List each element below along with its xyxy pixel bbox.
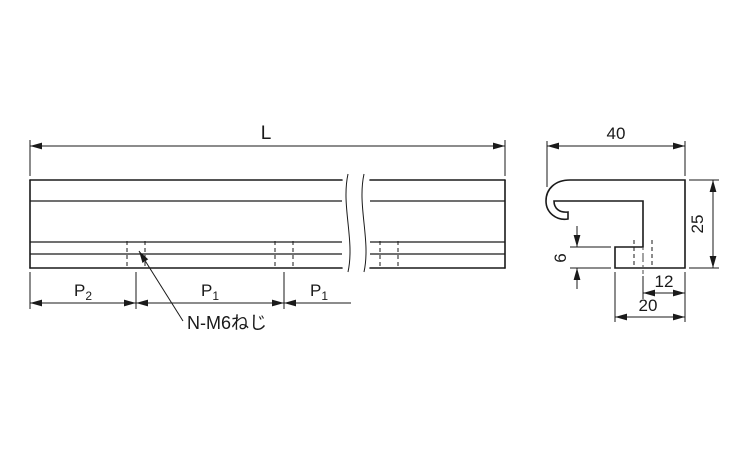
pitch-dim-label-p1a: P1 — [201, 281, 219, 303]
pitch-label-base: P — [201, 281, 212, 300]
base-width-dim-label: 20 — [639, 296, 658, 315]
break-line-right — [361, 173, 367, 273]
pitch-label-base: P — [310, 281, 321, 300]
rail-outline — [29, 179, 506, 269]
width-dimension: 40 — [546, 124, 686, 187]
pitch-label-base: P — [74, 281, 85, 300]
front-view-dimensions: L P2 P1 P1 N-M6ねじ — [29, 123, 506, 333]
height-dim-label: 25 — [688, 215, 707, 234]
screw-note: N-M6ねじ — [138, 250, 267, 333]
front-view — [29, 173, 506, 273]
pitch-dimensions: P2 P1 P1 — [29, 272, 351, 309]
section-view — [545, 179, 686, 274]
profile-outline — [545, 179, 686, 269]
break-line-left — [345, 173, 351, 273]
length-dimension: L — [29, 123, 506, 176]
tapped-holes-hidden-lines — [126, 241, 399, 268]
leader-line — [138, 250, 184, 322]
section-view-dimensions: 40 25 6 12 — [546, 124, 719, 322]
pitch-dim-label-p1b: P1 — [310, 281, 328, 303]
hole-offset-dim-label: 12 — [655, 272, 674, 291]
width-dim-label: 40 — [607, 124, 626, 143]
rail-feature-edges — [30, 200, 505, 255]
lip-height-dim-label: 6 — [551, 253, 570, 262]
pitch-label-subscript: 2 — [85, 289, 92, 303]
hole-offset-dimension: 12 — [642, 272, 686, 322]
screw-note-label: N-M6ねじ — [187, 313, 267, 333]
height-dimension: 25 — [688, 179, 719, 269]
break-lines — [345, 173, 367, 273]
lip-height-dimension: 6 — [551, 226, 611, 289]
length-dim-label: L — [261, 123, 272, 144]
section-tapped-hole — [633, 236, 653, 274]
pitch-label-subscript: 1 — [212, 289, 219, 303]
pitch-label-subscript: 1 — [321, 289, 328, 303]
base-width-dimension: 20 — [614, 272, 685, 322]
pitch-dim-label-p2: P2 — [74, 281, 92, 303]
